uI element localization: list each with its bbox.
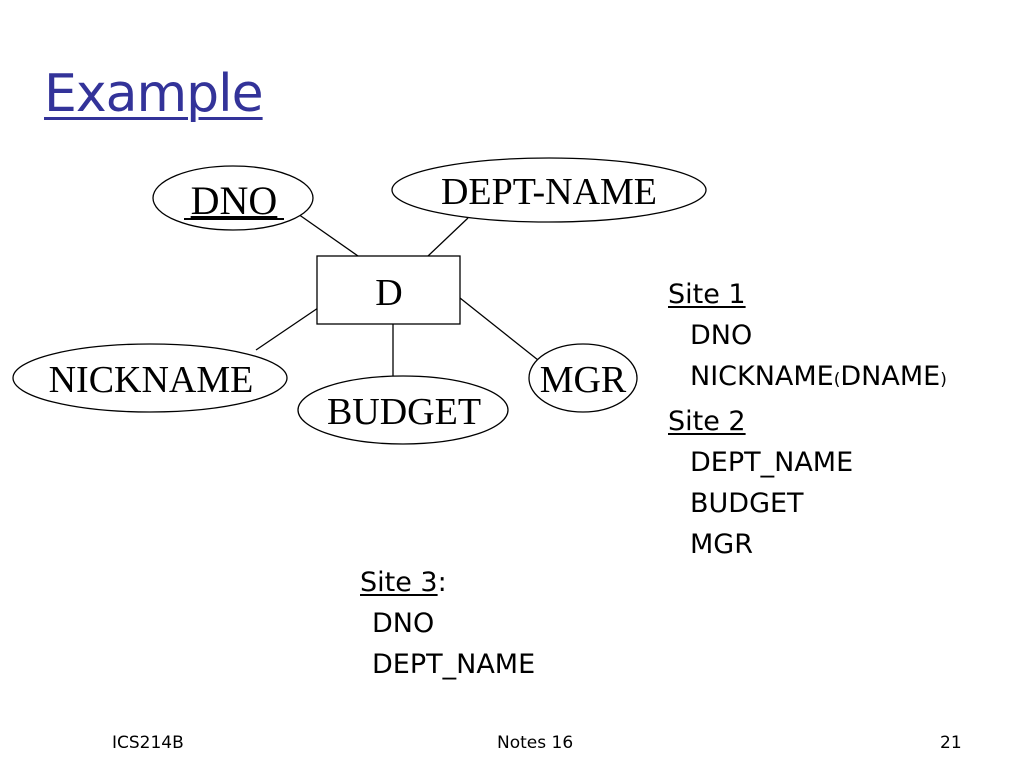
dno-attribute bbox=[152, 165, 314, 231]
site-3-list: Site 3: DNO DEPT_NAME bbox=[360, 562, 535, 685]
site-2-item-mgr: MGR bbox=[690, 529, 753, 560]
site-1-item-dno: DNO bbox=[690, 320, 753, 351]
site-1-item-nickname: NICKNAME(DNAME) bbox=[668, 356, 947, 401]
footer-notes: Notes 16 bbox=[497, 733, 574, 753]
mgr-attribute bbox=[528, 343, 638, 413]
nickname-connector bbox=[255, 307, 319, 351]
nickname-attribute bbox=[12, 343, 288, 413]
site-1-item-nickname-text: NICKNAME bbox=[690, 361, 834, 392]
site-3-colon: : bbox=[437, 567, 447, 598]
mgr-connector bbox=[459, 297, 539, 361]
site-3-item-dept-name: DEPT_NAME bbox=[372, 649, 536, 680]
site-2-item-dept-name: DEPT_NAME bbox=[690, 447, 854, 478]
entity-box bbox=[316, 255, 461, 325]
site-3-header-row: Site 3: bbox=[360, 562, 535, 603]
budget-label: BUDGET bbox=[327, 391, 481, 433]
footer-course: ICS214B bbox=[112, 733, 184, 753]
footer-page-number: 21 bbox=[940, 733, 962, 753]
dno-connector bbox=[297, 213, 359, 257]
site-3-header: Site 3 bbox=[360, 567, 438, 598]
site-2-item-budget: BUDGET bbox=[690, 488, 804, 519]
dept-name-label: DEPT-NAME bbox=[441, 171, 657, 213]
slide-title: Example bbox=[44, 64, 264, 124]
mgr-label: MGR bbox=[540, 359, 627, 401]
entity-label: D bbox=[375, 272, 402, 314]
paren-close: ) bbox=[940, 370, 947, 390]
dept-name-attribute bbox=[391, 157, 707, 223]
site-2-header: Site 2 bbox=[668, 406, 746, 437]
paren-open: ( bbox=[833, 370, 841, 390]
dept-name-connector bbox=[427, 217, 469, 257]
site-1-2-list: Site 1 DNO NICKNAME(DNAME) Site 2 DEPT_N… bbox=[668, 274, 947, 565]
dno-label: DNO bbox=[191, 178, 278, 223]
site-1-item-dname: DNAME bbox=[840, 361, 941, 392]
nickname-label: NICKNAME bbox=[49, 359, 254, 401]
site-3-item-dno: DNO bbox=[372, 608, 435, 639]
budget-attribute bbox=[297, 375, 509, 445]
site-1-header: Site 1 bbox=[668, 279, 746, 310]
